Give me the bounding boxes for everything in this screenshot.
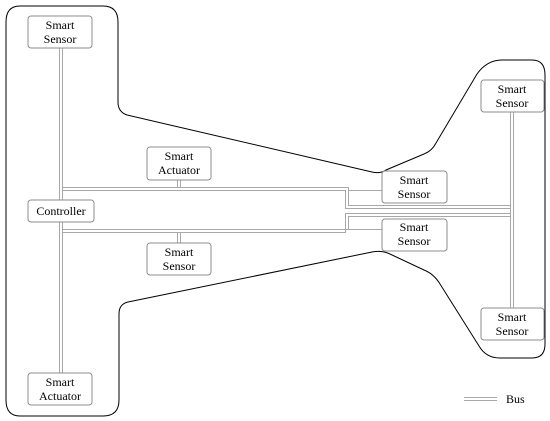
legend-label-bus: Bus: [506, 392, 525, 406]
vehicle-outline: [5, 5, 546, 417]
legend: Bus: [464, 392, 525, 406]
node-label: Smart: [498, 82, 527, 96]
sensor-right-mid-lower: Smart Sensor: [381, 218, 448, 252]
node-label: Smart: [165, 149, 194, 163]
node-label: Smart: [46, 375, 75, 389]
actuator-center: Smart Actuator: [146, 146, 212, 181]
node-label: Actuator: [158, 163, 200, 177]
node-label: Sensor: [496, 96, 529, 110]
node-label: Smart: [46, 18, 75, 32]
sensor-right-bottom: Smart Sensor: [480, 307, 545, 341]
node-label: Sensor: [163, 259, 196, 273]
node-label: Sensor: [496, 324, 529, 338]
bus-network: [59, 48, 514, 373]
node-label: Controller: [36, 204, 85, 218]
sensor-center: Smart Sensor: [146, 242, 212, 276]
node-label: Smart: [165, 245, 194, 259]
node-label: Smart: [400, 220, 429, 234]
node-label: Sensor: [398, 234, 431, 248]
node-label: Actuator: [39, 389, 81, 403]
node-label: Sensor: [44, 32, 77, 46]
node-label: Sensor: [398, 187, 431, 201]
controller: Controller: [27, 199, 95, 223]
sensor-top-left: Smart Sensor: [27, 15, 93, 49]
sensor-right-top: Smart Sensor: [480, 79, 545, 113]
sensor-right-mid-upper: Smart Sensor: [381, 170, 448, 204]
node-label: Smart: [400, 173, 429, 187]
node-label: Smart: [498, 310, 527, 324]
actuator-bottom-left: Smart Actuator: [27, 372, 93, 406]
